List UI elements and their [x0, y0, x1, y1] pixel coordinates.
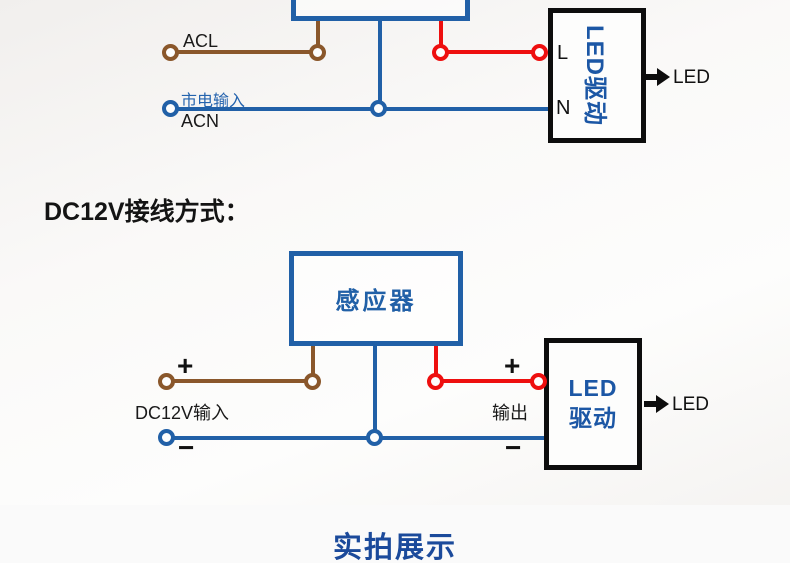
dc-minus-terminal-node — [158, 429, 175, 446]
dc-input-minus-sign: − — [178, 432, 195, 463]
arrow-right-icon — [644, 394, 670, 414]
live-out-node-right — [531, 44, 548, 61]
dc-output-wire-horizontal — [436, 379, 535, 383]
acn-junction-node — [370, 100, 387, 117]
ac-led-driver-label: LED驱动 — [580, 25, 608, 126]
dc-minus-wire-horizontal — [167, 436, 546, 440]
footer-title: 实拍展示 — [332, 532, 457, 563]
acn-terminal-node — [162, 100, 179, 117]
arrow-right-icon — [645, 67, 671, 87]
live-out-wire-horizontal — [441, 50, 536, 54]
dc-output-node-left — [427, 373, 444, 390]
dc-input-plus-sign: + — [177, 350, 194, 381]
dc-led-driver-label: LED 驱动 — [549, 343, 637, 465]
live-terminal-label: L — [557, 42, 569, 64]
acl-label: ACL — [183, 31, 219, 51]
acl-wire-horizontal — [171, 50, 314, 54]
dc-output-node-right — [530, 373, 547, 390]
dc-input-label: DC12V输入 — [135, 403, 230, 423]
acn-label: ACN — [181, 111, 220, 131]
dc-sensor-label: 感应器 — [335, 288, 417, 315]
ac-led-output-label: LED — [673, 67, 710, 88]
acl-junction-node — [309, 44, 326, 61]
dc-wiring-heading: DC12V接线方式： — [44, 198, 250, 226]
ac-sensor-box-partial — [291, 0, 470, 21]
dc-sensor-box: 感应器 — [289, 251, 463, 346]
dc-output-wire-vertical — [434, 344, 438, 375]
dc-led-driver-box: LED 驱动 — [544, 338, 642, 470]
mains-input-label: 市电输入 — [181, 93, 246, 110]
acn-wire-vertical — [378, 20, 382, 109]
dc-led-output-label: LED — [672, 394, 709, 415]
dc-minus-wire-vertical — [373, 344, 377, 432]
acl-terminal-node — [162, 44, 179, 61]
dc-led-driver-label-line1: LED — [568, 375, 618, 402]
dc-minus-junction-node — [366, 429, 383, 446]
dc-plus-junction-node — [304, 373, 321, 390]
neutral-terminal-label: N — [556, 97, 571, 119]
ac-led-driver-box: LED驱动 — [548, 8, 646, 143]
dc-plus-wire-horizontal — [167, 379, 309, 383]
acl-wire-vertical — [316, 20, 320, 48]
acn-wire-horizontal — [171, 107, 548, 111]
live-out-node-left — [432, 44, 449, 61]
dc-led-driver-label-line2: 驱动 — [569, 405, 617, 431]
dc-plus-wire-vertical — [311, 344, 315, 375]
dc-output-minus-sign: − — [505, 432, 522, 463]
dc-output-label: 输出 — [492, 403, 528, 423]
footer-section — [0, 505, 790, 563]
dc-output-plus-sign: + — [504, 350, 521, 381]
live-out-wire-vertical — [439, 20, 443, 48]
dc-plus-terminal-node — [158, 373, 175, 390]
